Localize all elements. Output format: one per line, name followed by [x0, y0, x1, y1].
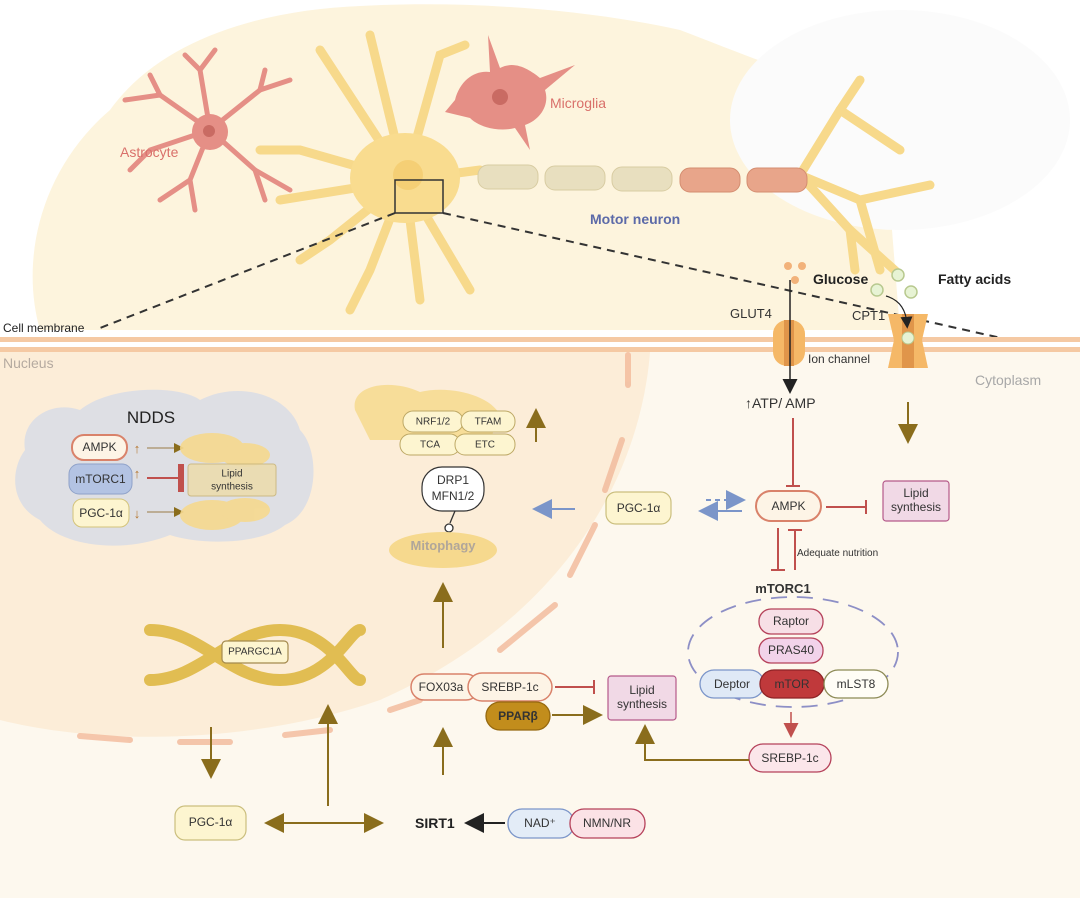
astrocyte-nucleus — [203, 125, 215, 137]
fatty-acids-label: Fatty acids — [938, 271, 1011, 287]
svg-text:Deptor: Deptor — [714, 677, 750, 691]
svg-text:AMPK: AMPK — [82, 440, 116, 454]
svg-text:TFAM: TFAM — [475, 417, 502, 428]
glucose-molecules — [784, 262, 806, 284]
mlst8-box: mLST8 — [823, 669, 889, 699]
ndds-pgc1a-trend: ↓ — [134, 506, 141, 521]
deptor-box: Deptor — [699, 669, 765, 699]
atp-amp-label: ↑ATP/ AMP — [745, 395, 816, 411]
pgc1a-bottom-box: PGC-1α — [174, 805, 247, 841]
svg-text:AMPK: AMPK — [771, 499, 805, 513]
svg-text:SREBP-1c: SREBP-1c — [761, 751, 818, 765]
tca-box: TCA — [399, 433, 461, 456]
svg-text:MFN1/2: MFN1/2 — [432, 489, 475, 503]
foxo3a-box: FOX03a — [410, 673, 480, 701]
cell-membrane-label: Cell membrane — [3, 321, 85, 335]
nuclear-envelope — [77, 352, 631, 745]
ndds-mtorc1: mTORC1 — [68, 463, 133, 495]
ndds-mtorc1-trend: ↑ — [134, 466, 141, 481]
svg-text:NMN/NR: NMN/NR — [583, 816, 631, 830]
nad-box: NAD⁺ — [507, 808, 575, 839]
drp1-mitophagy-link — [449, 510, 456, 524]
ppar-beta-box: PPARβ — [485, 701, 551, 731]
glut4-transporter — [773, 320, 805, 366]
svg-text:mTOR: mTOR — [774, 677, 809, 691]
glucose-label: Glucose — [813, 271, 868, 287]
srebp-mid-box: SREBP-1c — [467, 672, 553, 702]
lipid-text-line: synthesis — [617, 697, 667, 711]
ndds-ampk: AMPK — [71, 434, 128, 461]
brain-background — [32, 4, 1070, 331]
lipid-text-line: Lipid — [903, 486, 928, 500]
microglia-label: Microglia — [550, 95, 606, 111]
fatty-acid-arrow — [885, 295, 913, 329]
ndds-pgc1a: PGC-1α — [72, 498, 130, 528]
drp1-mfn-box: DRP1 MFN1/2 — [421, 466, 485, 512]
ndds-ampk-trend: ↑ — [134, 441, 141, 456]
srebp-right-box: SREBP-1c — [748, 743, 832, 773]
nucleus-label: Nucleus — [3, 355, 54, 371]
zoom-line-left — [99, 212, 396, 329]
glut4-label: GLUT4 — [730, 306, 772, 321]
ndds-mitochondria — [180, 433, 270, 530]
mitophagy-mitochondrion — [389, 532, 497, 568]
nmn-nr-box: NMN/NR — [569, 808, 646, 839]
svg-text:NAD⁺: NAD⁺ — [524, 816, 556, 830]
etc-box: ETC — [454, 433, 516, 456]
svg-text:mTORC1: mTORC1 — [75, 472, 126, 486]
pgc1a-mid-box: PGC-1α — [605, 491, 672, 525]
svg-text:PRAS40: PRAS40 — [768, 643, 814, 657]
ampk-box: AMPK — [755, 490, 822, 522]
mitophagy-label: Mitophagy — [411, 538, 477, 553]
svg-text:mLST8: mLST8 — [837, 677, 876, 691]
svg-text:PPARGC1A: PPARGC1A — [228, 647, 282, 658]
svg-text:ETC: ETC — [475, 440, 495, 451]
pras40-box: PRAS40 — [758, 637, 824, 664]
mtor-box: mTOR — [759, 669, 825, 699]
lipid-text-line: Lipid — [629, 683, 654, 697]
cytoplasm-label: Cytoplasm — [975, 372, 1041, 388]
motor-neuron-label: Motor neuron — [590, 211, 680, 227]
svg-text:PGC-1α: PGC-1α — [79, 506, 123, 520]
cell-membrane-bilayer — [0, 337, 1080, 352]
svg-text:synthesis: synthesis — [211, 482, 253, 493]
fatty-acid-molecules — [870, 268, 918, 299]
svg-text:TCA: TCA — [420, 440, 440, 451]
sirt1-label: SIRT1 — [415, 815, 455, 831]
cpt1-label: CPT1 — [852, 308, 885, 323]
mitophagy-ball-end — [444, 523, 454, 533]
svg-text:DRP1: DRP1 — [437, 473, 469, 487]
microglia-cell — [445, 35, 575, 150]
cpt1-ion-channel — [888, 314, 928, 368]
svg-text:Lipid: Lipid — [221, 469, 242, 480]
raptor-box: Raptor — [758, 608, 824, 635]
svg-text:FOX03a: FOX03a — [419, 680, 464, 694]
mtorc1-label: mTORC1 — [755, 581, 810, 596]
svg-text:NRF1/2: NRF1/2 — [416, 417, 451, 428]
adequate-nutrition-label: Adequate nutrition — [797, 548, 878, 559]
nrf-box: NRF1/2 — [402, 410, 464, 433]
ppargc1a-box: PPARGC1A — [221, 640, 289, 664]
svg-text:Raptor: Raptor — [773, 614, 809, 628]
ion-channel-label: Ion channel — [808, 352, 870, 366]
ndds-title: NDDS — [127, 408, 175, 427]
svg-text:PGC-1α: PGC-1α — [617, 501, 661, 515]
dna-helix — [144, 623, 366, 687]
svg-text:PGC-1α: PGC-1α — [189, 815, 233, 829]
astrocyte-label: Astrocyte — [120, 144, 179, 160]
ndds-lipid-synthesis: Lipid synthesis — [187, 463, 277, 497]
srebp-to-lipid-arrow — [635, 724, 749, 761]
tfam-box: TFAM — [460, 410, 516, 433]
svg-text:SREBP-1c: SREBP-1c — [481, 680, 538, 694]
astrocyte-cell — [122, 47, 293, 213]
svg-text:PPARβ: PPARβ — [498, 709, 538, 723]
lipid-text-line: synthesis — [891, 500, 941, 514]
motor-neuron — [255, 30, 935, 315]
mtorc1-complex-boundary — [687, 596, 899, 708]
